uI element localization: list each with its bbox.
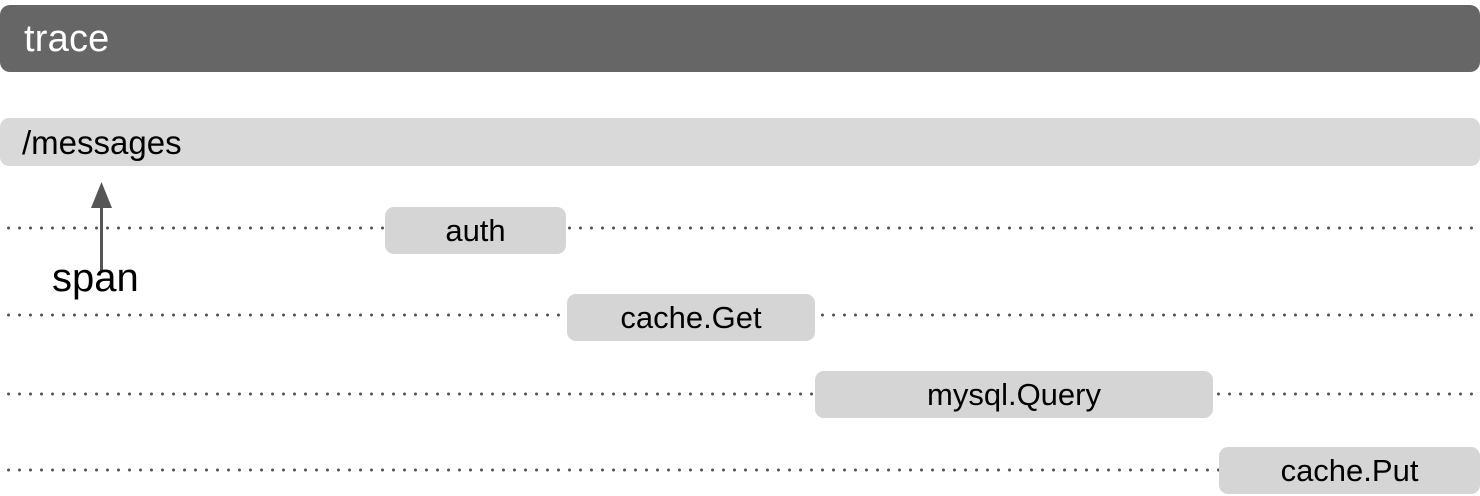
span-bar-label: cache.Get [620, 300, 762, 335]
span-bar-label: mysql.Query [927, 377, 1101, 412]
trace-bar-label: trace [24, 17, 110, 60]
span-annotation-label: span [52, 256, 139, 300]
span-bar-cache-put[interactable]: cache.Put [1219, 447, 1480, 494]
span-bar-messages[interactable]: /messages [0, 118, 1480, 166]
span-bar-mysql-query[interactable]: mysql.Query [815, 371, 1213, 418]
span-bar-auth[interactable]: auth [385, 207, 566, 254]
span-bar-label: auth [445, 213, 506, 248]
span-bar-cache-get[interactable]: cache.Get [567, 294, 815, 341]
span-guide-line-3 [0, 392, 1480, 396]
span-guide-line-4 [0, 468, 1480, 472]
span-annotation-arrow [82, 180, 122, 275]
arrow-up-icon [91, 182, 112, 272]
trace-bar[interactable]: trace [0, 5, 1480, 72]
span-bar-label: cache.Put [1280, 453, 1419, 488]
span-guide-line-1 [0, 226, 1480, 230]
span-bar-label: /messages [22, 123, 182, 161]
